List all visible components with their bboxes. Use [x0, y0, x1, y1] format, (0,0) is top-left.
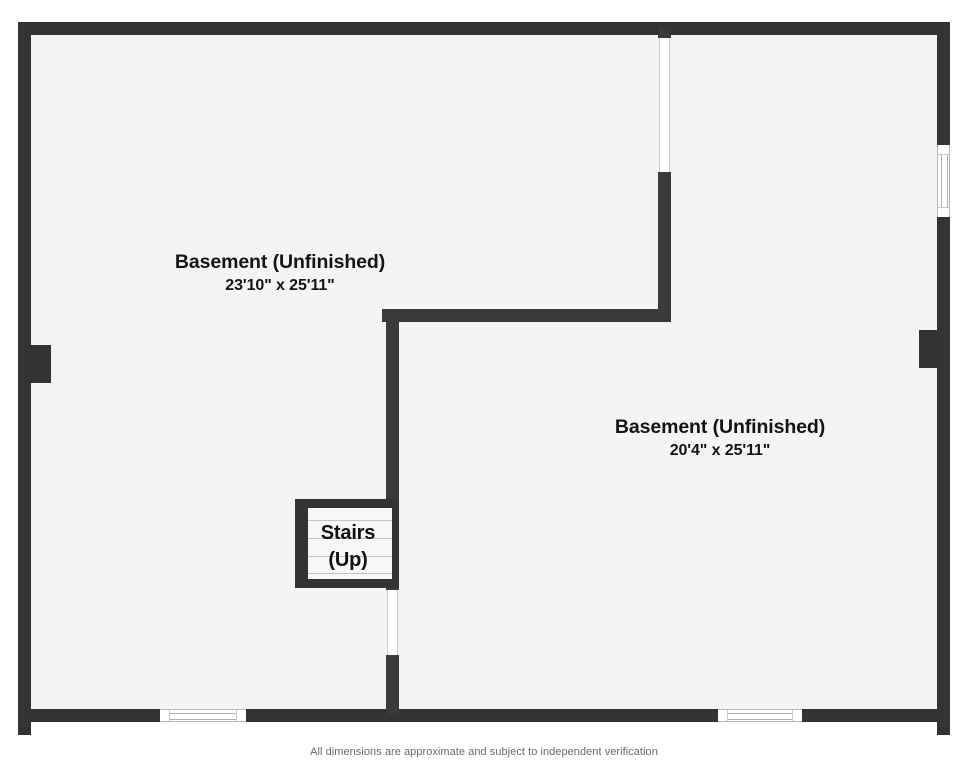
- floor-slab-left: [24, 28, 394, 722]
- interior-wall-upper-vertical: [658, 172, 671, 322]
- room-dimensions: 20'4" x 25'11": [669, 442, 771, 459]
- room-dimensions: 23'10" x 25'11": [225, 277, 335, 294]
- window-right-wall: [919, 330, 945, 368]
- room-label-basement-left: Basement (Unfinished) 23'10" x 25'11": [80, 250, 480, 297]
- doorway-lower-partition: [387, 590, 398, 655]
- room-label-basement-right: Basement (Unfinished) 20'4" x 25'11": [520, 415, 920, 462]
- interior-wall-lower-vertical-bottom: [386, 655, 399, 715]
- window-bottom-left: [160, 709, 246, 722]
- stair-step: [308, 520, 392, 521]
- floor-slab-bottom-right: [394, 316, 944, 722]
- stairs-label-line2: (Up): [328, 549, 368, 571]
- stair-step: [308, 538, 392, 539]
- interior-wall-horizontal: [382, 309, 671, 322]
- exterior-wall-bottom: [18, 709, 950, 722]
- doorway-upper-partition: [659, 38, 670, 172]
- window-jamb-right: [236, 710, 237, 721]
- window-pane: [941, 155, 948, 207]
- window-left-wall: [25, 345, 51, 383]
- stairs-run: [308, 508, 392, 579]
- interior-wall-upper-vertical-stub: [658, 28, 671, 38]
- window-bottom-right: [718, 709, 802, 722]
- window-pane: [170, 713, 236, 720]
- stairs-label-line1: Stairs: [320, 522, 376, 544]
- exterior-wall-top: [18, 22, 950, 35]
- window-jamb-left: [727, 710, 728, 721]
- window-pane: [728, 713, 792, 720]
- window-jamb-top: [938, 154, 949, 155]
- window-jamb-left: [169, 710, 170, 721]
- window-jamb-right: [792, 710, 793, 721]
- stair-step: [308, 573, 392, 574]
- room-name: Basement (Unfinished): [174, 251, 386, 273]
- stair-step: [308, 556, 392, 557]
- window-jamb-bottom: [938, 207, 949, 208]
- disclaimer-text: All dimensions are approximate and subje…: [310, 746, 658, 758]
- exterior-wall-right: [937, 22, 950, 735]
- room-name: Basement (Unfinished): [614, 416, 826, 438]
- exterior-wall-left: [18, 22, 31, 735]
- window-right-upper: [937, 145, 950, 217]
